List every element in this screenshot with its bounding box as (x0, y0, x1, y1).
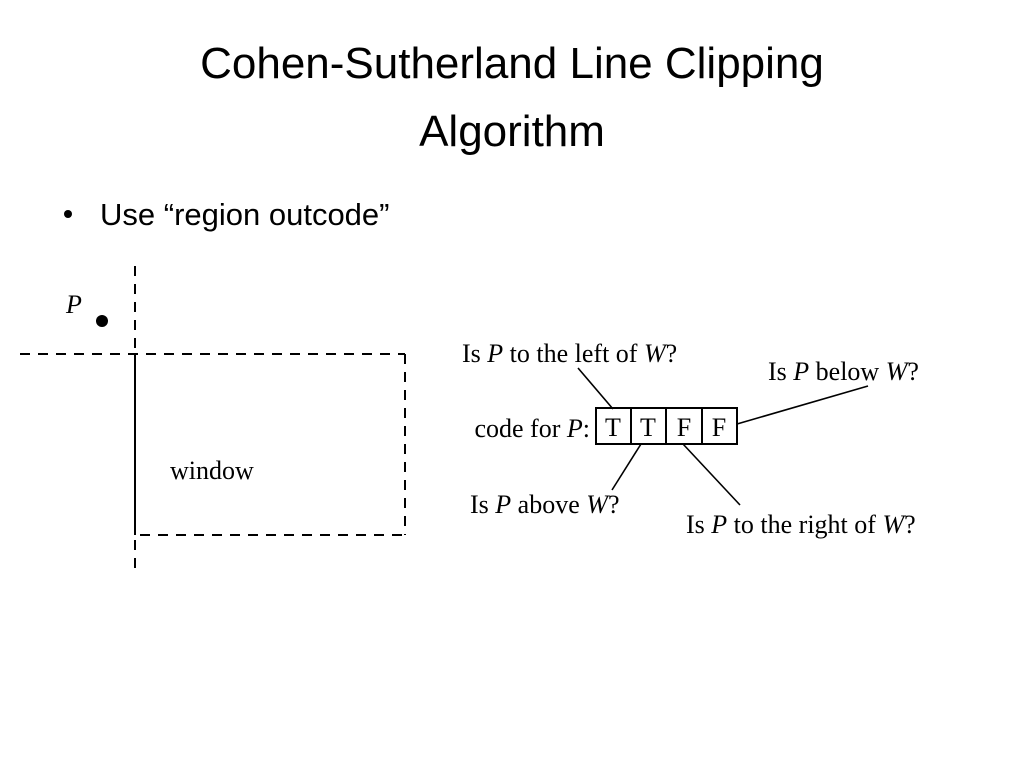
question-below-var-p: P (792, 357, 809, 386)
question-below-var-w: W (886, 357, 910, 386)
question-above-post: ? (608, 490, 620, 519)
question-below-post: ? (907, 357, 919, 386)
point-p-marker (96, 315, 108, 327)
outcode-bit-3: F (677, 413, 691, 442)
question-left-var-w: W (644, 339, 668, 368)
leader-line-right (682, 443, 741, 506)
question-left-post: ? (666, 339, 678, 368)
question-below-mid: below (809, 357, 886, 386)
bullet-text: Use “region outcode” (100, 197, 390, 232)
leader-line-below (736, 385, 869, 425)
outcode-bit-2: T (640, 413, 656, 442)
slide-title-line-2: Algorithm (419, 107, 605, 156)
code-label-var-p: P (566, 414, 583, 443)
code-label: code for P: (474, 414, 590, 443)
question-above: Is P above W? (470, 490, 619, 519)
outcode-bit-4: F (712, 413, 726, 442)
question-right-var-w: W (882, 510, 906, 539)
question-left-mid: to the left of (503, 339, 644, 368)
slide-title-line-1: Cohen-Sutherland Line Clipping (200, 39, 824, 88)
question-below: Is P below W? (768, 357, 919, 386)
question-left-pre: Is (462, 339, 487, 368)
question-left: Is P to the left of W? (462, 339, 677, 368)
question-below-pre: Is (768, 357, 793, 386)
question-left-var-p: P (486, 339, 503, 368)
leader-line-left (577, 367, 614, 410)
question-above-var-w: W (586, 490, 610, 519)
leader-line-above (611, 443, 642, 491)
question-above-pre: Is (470, 490, 495, 519)
point-label: P (65, 290, 82, 319)
outcode-bit-1: T (605, 413, 621, 442)
outcode-boxes: T T F F (595, 407, 738, 445)
question-above-var-p: P (494, 490, 511, 519)
code-label-pre: code for (474, 414, 566, 443)
question-right-var-p: P (710, 510, 727, 539)
bullet-dot-icon (64, 210, 72, 218)
window-diagram: P window (20, 266, 406, 576)
question-right-mid: to the right of (727, 510, 882, 539)
question-above-mid: above (511, 490, 586, 519)
code-label-post: : (583, 414, 590, 443)
outcode-diagram: Is P to the left of W? Is P below W? cod… (462, 339, 919, 539)
window-label: window (170, 456, 254, 485)
question-right-post: ? (904, 510, 916, 539)
question-right-pre: Is (686, 510, 711, 539)
question-right: Is P to the right of W? (686, 510, 916, 539)
